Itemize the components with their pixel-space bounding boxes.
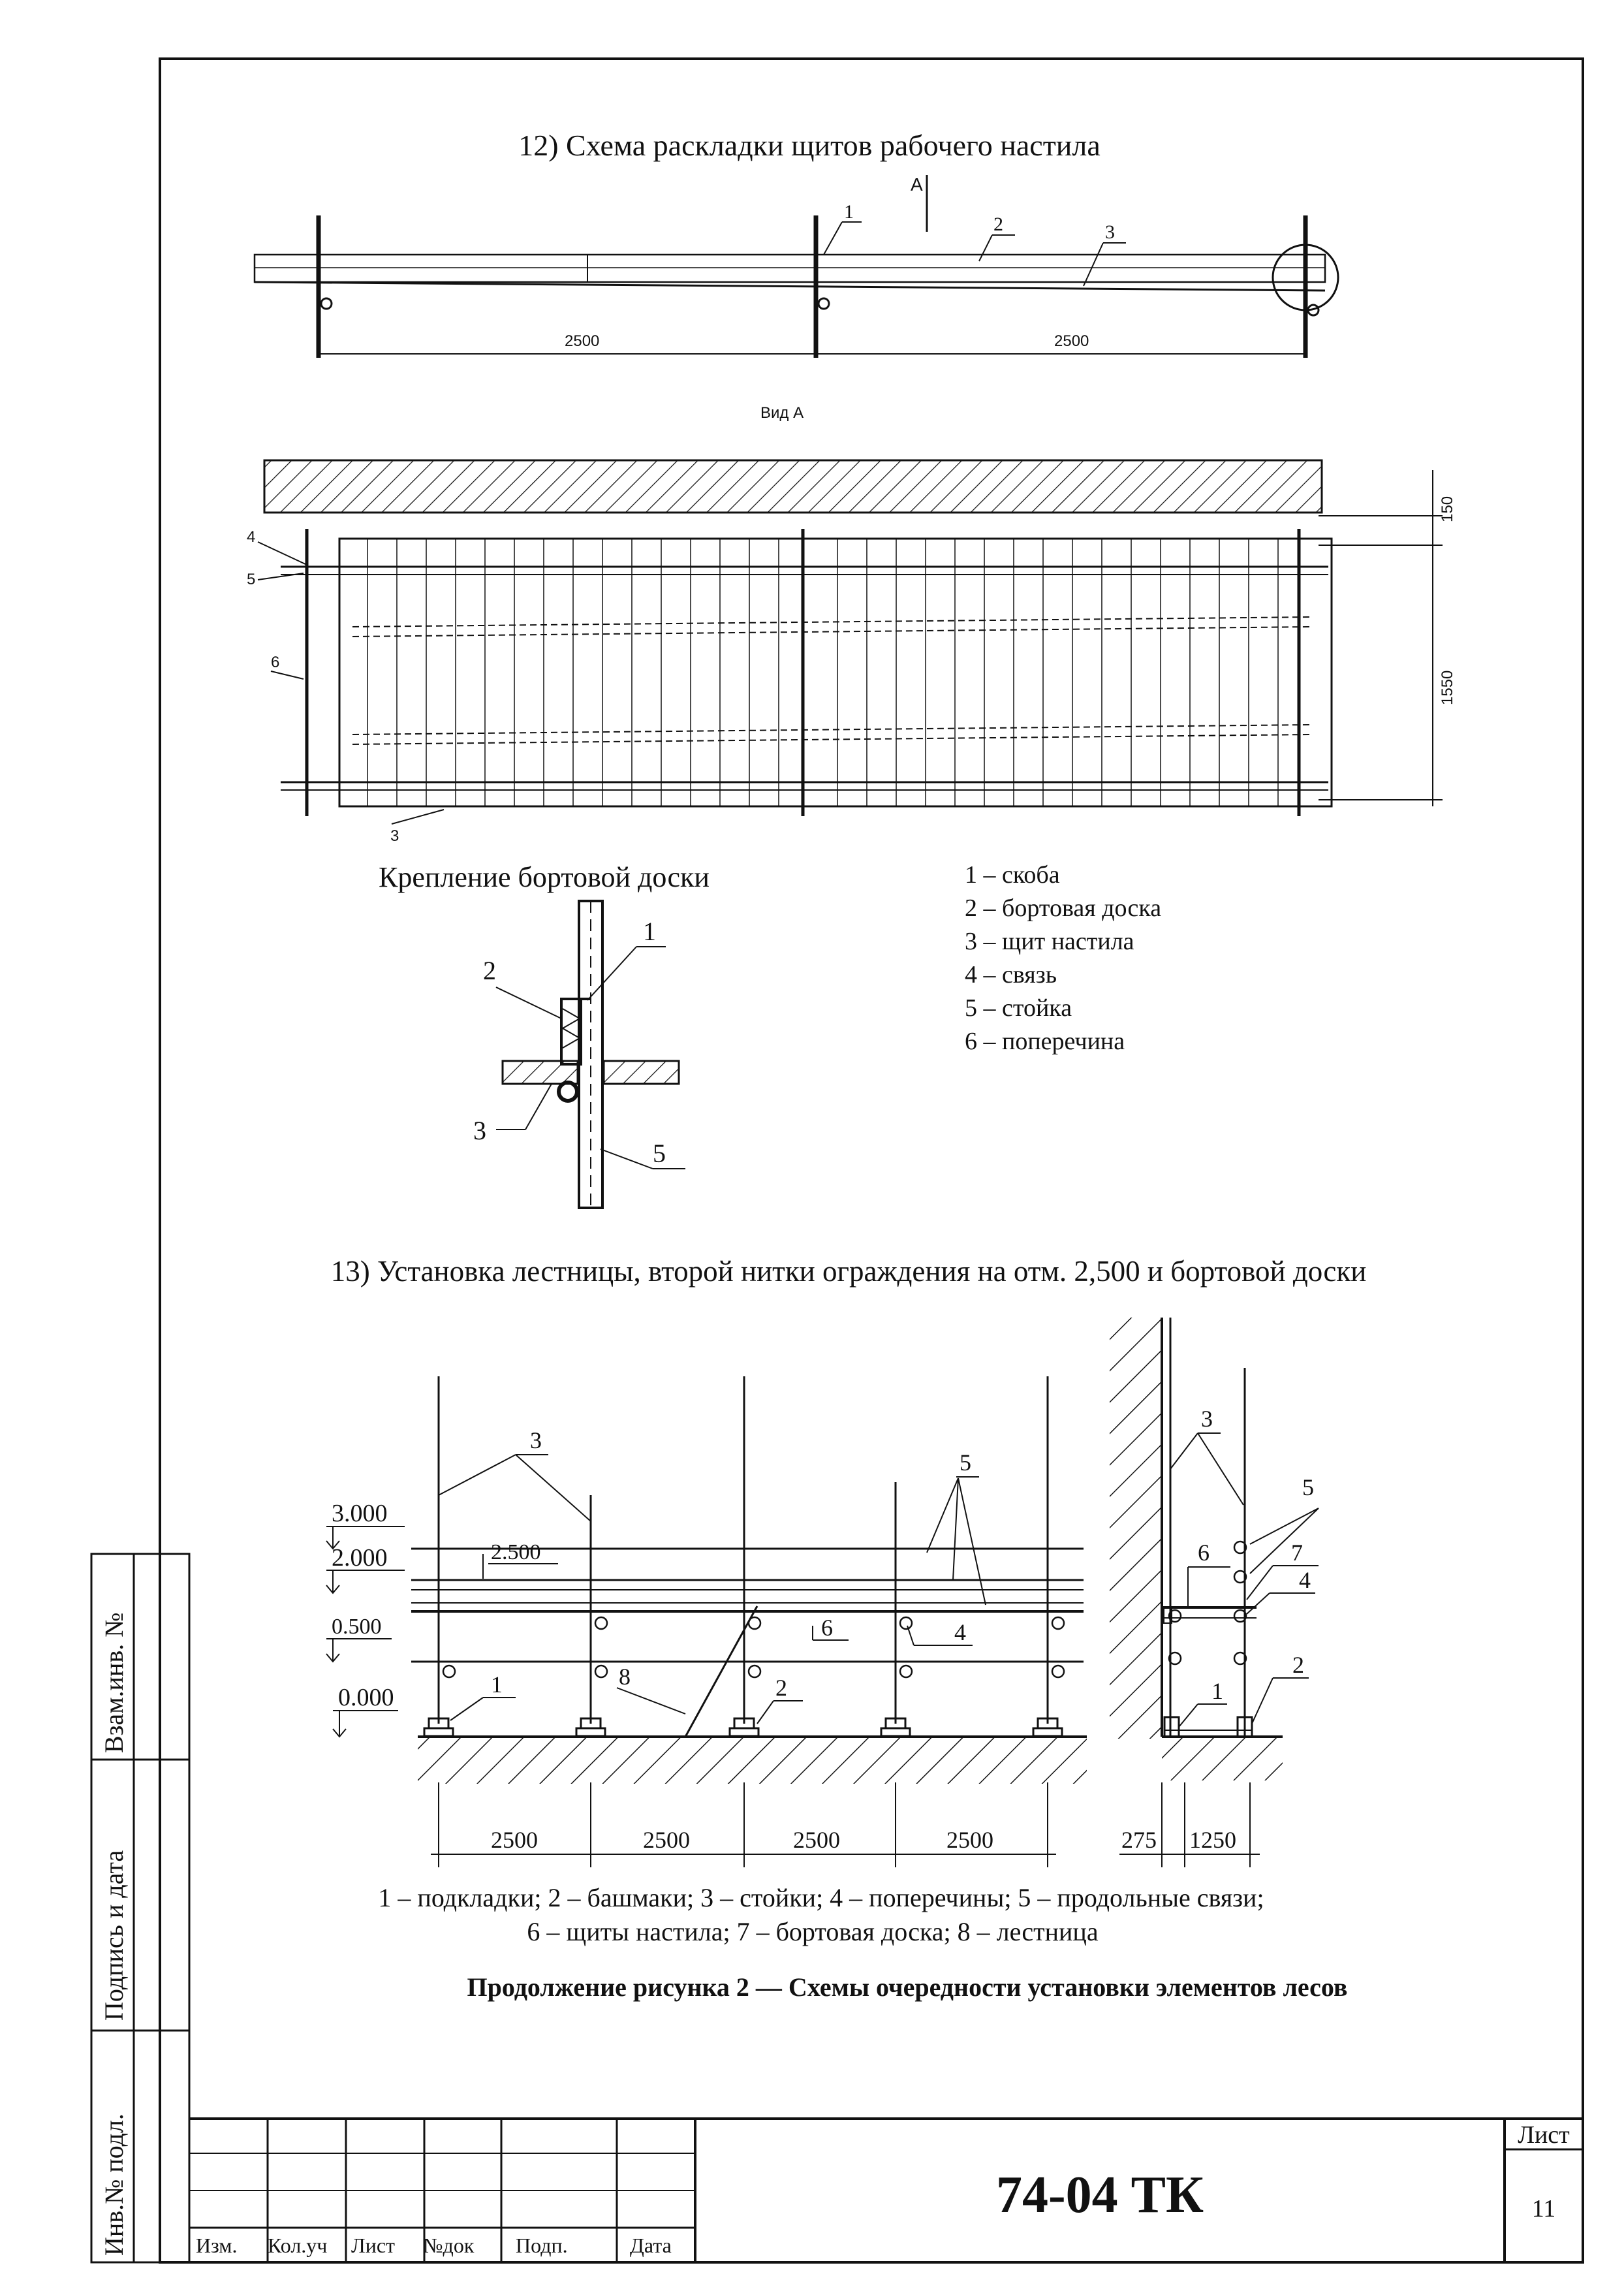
front-callout-5: 5: [960, 1449, 971, 1476]
side-callout-5: 5: [1302, 1474, 1314, 1500]
legend12-item: 1 – скоба: [965, 861, 1060, 889]
side-dim-1250: 1250: [1189, 1827, 1236, 1853]
plan-callout-4: 4: [247, 528, 255, 546]
sheet-label: Лист: [1518, 2121, 1570, 2149]
s12-callout-3: 3: [1105, 221, 1115, 243]
plan-dim-150: 150: [1439, 496, 1456, 522]
view-a-label: Вид А: [760, 404, 804, 422]
side-stamp: Взам.инв. № Подпись и дата Инв.№ подл.: [90, 1553, 191, 2264]
s12-callout-1: 1: [844, 201, 854, 223]
front-dim: 2500: [491, 1827, 538, 1853]
front-callout-3: 3: [530, 1427, 542, 1453]
section13-title: 13) Установка лестницы, второй нитки огр…: [331, 1255, 1367, 1288]
side-callout-4: 4: [1299, 1567, 1311, 1593]
front-callout-4: 4: [954, 1619, 966, 1645]
side-dim-275: 275: [1121, 1827, 1157, 1853]
tb-col-date: Дата: [630, 2234, 672, 2257]
s12-dim-2: 2500: [1054, 332, 1089, 350]
fastening-callout-1: 1: [643, 917, 656, 946]
title-block: Изм. Кол.уч Лист №док Подп. Дата 74-04 Т…: [189, 2117, 1583, 2262]
deck-plan-view: 150 1550 4 5 6 3: [247, 459, 1456, 845]
scaffold-side-view: 3 5 6 7 4 1 2 275 1250: [1110, 1318, 1319, 1867]
legend-12: 1 – скоба 2 – бортовая доска 3 – щит нас…: [965, 861, 1161, 1055]
plan-dim-1550: 1550: [1439, 671, 1456, 705]
level-2500: 2.500: [491, 1540, 541, 1564]
s12-dim-1: 2500: [565, 332, 599, 350]
front-dim: 2500: [946, 1827, 993, 1853]
legend12-item: 5 – стойка: [965, 994, 1072, 1022]
fastening-callout-2: 2: [483, 956, 496, 985]
front-callout-2: 2: [775, 1675, 787, 1701]
stamp-original-inv: Инв.№ подл.: [99, 2113, 129, 2256]
legend12-item: 4 – связь: [965, 961, 1057, 988]
plan-callout-6: 6: [271, 654, 279, 671]
plan-callout-3: 3: [390, 827, 399, 845]
stamp-signature-date: Подпись и дата: [99, 1850, 129, 2021]
level-0000: 0.000: [338, 1684, 394, 1711]
view-marker-a: А: [911, 174, 923, 195]
legend13-line2: 6 – щиты настила; 7 – бортовая доска; 8 …: [527, 1917, 1098, 1946]
legend12-item: 2 – бортовая доска: [965, 894, 1161, 922]
tb-col-sheet: Лист: [351, 2234, 395, 2257]
fastening-title: Крепление бортовой доски: [379, 861, 710, 893]
legend13-line1: 1 – подкладки; 2 – башмаки; 3 – стойки; …: [378, 1883, 1264, 1912]
side-callout-1: 1: [1211, 1678, 1223, 1704]
level-2000: 2.000: [332, 1544, 388, 1572]
s12-callout-2: 2: [993, 213, 1003, 235]
fastening-callout-3: 3: [473, 1116, 486, 1145]
tb-col-count: Кол.уч: [268, 2234, 327, 2257]
stamp-replaced-inv: Взам.инв. №: [99, 1613, 129, 1753]
tb-col-docno: №док: [423, 2234, 475, 2257]
side-callout-6: 6: [1198, 1540, 1210, 1566]
legend12-item: 6 – поперечина: [965, 1028, 1125, 1055]
sheet-number: 11: [1532, 2195, 1556, 2222]
fastening-callout-5: 5: [653, 1139, 666, 1168]
legend12-item: 3 – щит настила: [965, 928, 1134, 955]
side-callout-7: 7: [1291, 1540, 1303, 1566]
deck-side-view: А 1 2 3 2500 2500: [253, 174, 1339, 358]
front-dim: 2500: [793, 1827, 840, 1853]
front-dim: 2500: [643, 1827, 690, 1853]
level-3000: 3.000: [332, 1500, 388, 1527]
scaffold-front-view: 3.000 2.000 0.500 0.000 2.500 3 5 6 4 8: [326, 1376, 1087, 1867]
tb-col-change: Изм.: [196, 2234, 238, 2257]
side-callout-2: 2: [1292, 1652, 1304, 1678]
front-callout-6: 6: [821, 1615, 833, 1641]
section12-title: 12) Схема раскладки щитов рабочего насти…: [518, 129, 1101, 162]
figure-caption: Продолжение рисунка 2 — Схемы очередност…: [467, 1972, 1347, 2002]
side-callout-3: 3: [1201, 1406, 1213, 1432]
front-callout-1: 1: [491, 1671, 503, 1698]
doc-code: 74-04 ТК: [996, 2166, 1204, 2224]
level-0500: 0.500: [332, 1615, 382, 1639]
sheet-frame: [159, 57, 1584, 2264]
fastening-detail: 1 2 3 5: [473, 900, 685, 1209]
tb-col-sign: Подп.: [516, 2234, 568, 2257]
plan-callout-5: 5: [247, 571, 255, 588]
front-callout-8: 8: [619, 1664, 631, 1690]
